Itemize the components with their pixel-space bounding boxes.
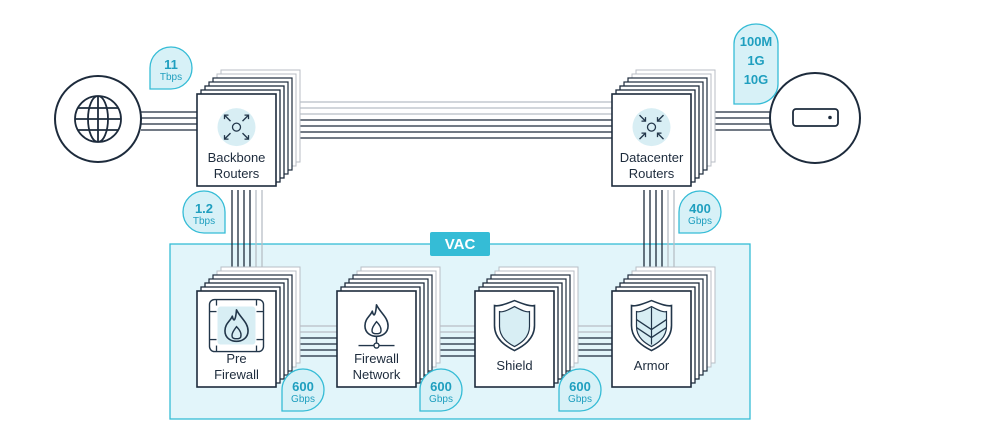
server-speed-2: 1G — [747, 53, 764, 68]
globe-icon — [74, 95, 122, 143]
badge-unit: Gbps — [688, 216, 712, 227]
arrows-out-icon — [217, 108, 256, 147]
prefirewall-label-line1: Pre — [226, 351, 246, 366]
server-endpoint — [769, 72, 861, 164]
server-speed-3: 10G — [744, 72, 769, 87]
server-capacity-badge: 100M 1G 10G — [733, 23, 779, 105]
badge-unit: Gbps — [429, 394, 453, 405]
server-speed-1: 100M — [740, 34, 773, 49]
badge-value: 11 — [164, 57, 178, 72]
backbone-label-line2: Routers — [214, 166, 260, 181]
badge-value: 600 — [292, 379, 314, 394]
shield-stack: Shield — [474, 266, 579, 388]
shield-icon — [493, 299, 536, 352]
firewall-label-line1: Firewall — [354, 351, 399, 366]
badge-value: 600 — [430, 379, 452, 394]
badge-unit: Gbps — [291, 394, 315, 405]
badge-value: 600 — [569, 379, 591, 394]
arrows-in-icon — [632, 108, 671, 147]
datacenter-label-line2: Routers — [629, 166, 675, 181]
badge-unit: Tbps — [160, 72, 182, 83]
flame-chip-icon — [208, 298, 265, 353]
connection-lines — [141, 101, 771, 357]
server-icon — [792, 108, 839, 127]
armor-label-line1: Armor — [634, 358, 670, 373]
vac-label: VAC — [445, 236, 476, 253]
badge-value: 1.2 — [195, 201, 213, 216]
armor-shield-icon — [630, 299, 673, 352]
badge-unit: Gbps — [568, 394, 592, 405]
prefirewall-label-line2: Firewall — [214, 367, 259, 382]
datacenter-label-line1: Datacenter — [620, 150, 684, 165]
badge-value: 400 — [689, 201, 711, 216]
shield-label-line1: Shield — [496, 358, 532, 373]
firewall-label-line2: Network — [353, 367, 401, 382]
flame-network-icon — [358, 304, 395, 349]
internet-endpoint — [54, 75, 142, 163]
backbone-label-line1: Backbone — [208, 150, 266, 165]
badge-unit: Tbps — [193, 216, 215, 227]
vac-tab: VAC — [430, 232, 490, 256]
armor-stack: Armor — [611, 266, 716, 388]
